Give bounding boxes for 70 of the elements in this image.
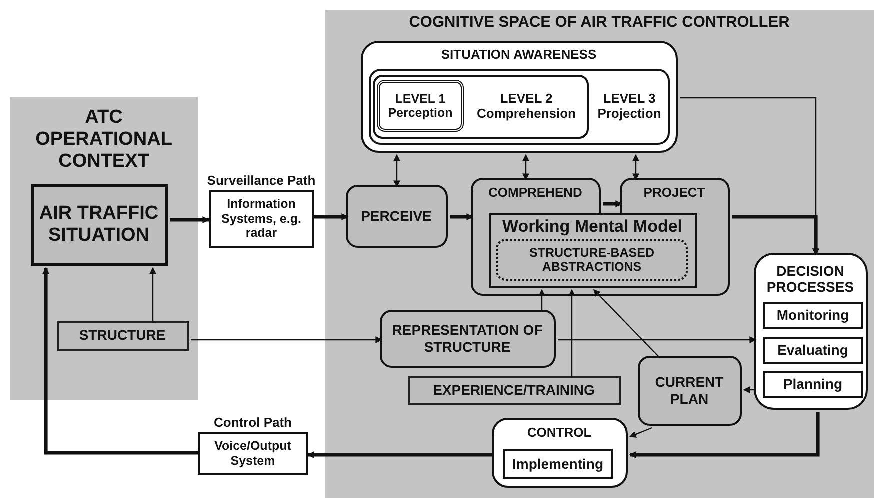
node-label: Implementing <box>512 456 604 472</box>
node-label: REPRESENTATION OF STRUCTURE <box>391 322 544 355</box>
dotted-box <box>496 239 688 281</box>
model-box <box>488 212 696 288</box>
node-label: LEVEL 1 <box>395 92 446 106</box>
arrow <box>538 289 546 312</box>
arrow <box>629 412 820 458</box>
arrow <box>191 336 383 344</box>
arrow <box>732 215 820 256</box>
arrow <box>629 427 652 438</box>
node-label: Monitoring <box>776 307 850 324</box>
node-label: ATC OPERATIONAL CONTEXT <box>34 107 174 173</box>
node-label: Working Mental Model <box>502 216 683 236</box>
node-label: PROJECT <box>644 186 706 200</box>
node-label: Planning <box>783 376 843 393</box>
node-label: COGNITIVE SPACE OF AIR TRAFFIC CONTROLLER <box>409 14 790 32</box>
path-label: Surveillance Path <box>206 174 317 189</box>
node-label: LEVEL 3 <box>603 92 656 107</box>
arrow <box>743 386 756 394</box>
node-label: SITUATION AWARENESS <box>441 48 597 62</box>
context-panel <box>10 97 198 400</box>
process-box <box>56 320 188 350</box>
node-label: LEVEL 2 <box>500 92 553 106</box>
rounded-box <box>470 178 600 212</box>
arrow <box>558 336 757 344</box>
arrow <box>394 154 400 188</box>
arrow <box>42 267 198 455</box>
node-label: Projection <box>598 107 662 122</box>
arrow <box>522 154 530 181</box>
rounded-box <box>380 310 556 368</box>
rounded-box <box>492 418 628 488</box>
arrow <box>568 289 576 378</box>
arrow <box>603 200 623 208</box>
process-box <box>763 302 863 329</box>
rounded-box <box>346 184 448 248</box>
node-label: Information Systems, e.g. radar <box>220 197 302 241</box>
arrow <box>632 154 640 181</box>
arrow <box>450 214 474 220</box>
process-box <box>408 376 620 404</box>
node-label: EXPERIENCE/TRAINING <box>433 382 595 398</box>
node-label: Evaluating <box>778 342 848 359</box>
arrow <box>150 267 156 323</box>
process-box <box>503 449 613 479</box>
rounded-box <box>360 40 678 152</box>
rounded-box <box>377 80 464 132</box>
node-label: CURRENT PLAN <box>654 374 725 407</box>
arrow <box>314 214 349 220</box>
node-label: CONTROL <box>527 426 592 440</box>
node-label: STRUCTURE-BASED ABSTRACTIONS <box>528 246 656 274</box>
rounded-box <box>369 69 670 145</box>
process-box <box>30 184 168 266</box>
process-box <box>763 371 863 398</box>
node-label: DECISION PROCESSES <box>766 262 856 295</box>
arrow <box>307 452 494 458</box>
node-label: Voice/Output System <box>214 439 292 468</box>
node-label: AIR TRAFFIC SITUATION <box>38 202 160 246</box>
process-box <box>763 337 863 364</box>
rounded-box <box>754 252 868 410</box>
node-label: STRUCTURE <box>79 327 166 344</box>
rounded-box <box>638 356 742 426</box>
arrow <box>170 216 210 224</box>
node-label: Comprehension <box>477 106 576 122</box>
rounded-box <box>372 74 588 138</box>
context-panel <box>325 10 874 498</box>
node-label: PERCEIVE <box>361 208 432 224</box>
node-label: Perception <box>388 106 453 120</box>
rounded-box <box>620 178 730 212</box>
arrow <box>594 290 660 358</box>
path-label: Control Path <box>213 416 293 431</box>
node-label: COMPREHEND <box>488 186 582 200</box>
